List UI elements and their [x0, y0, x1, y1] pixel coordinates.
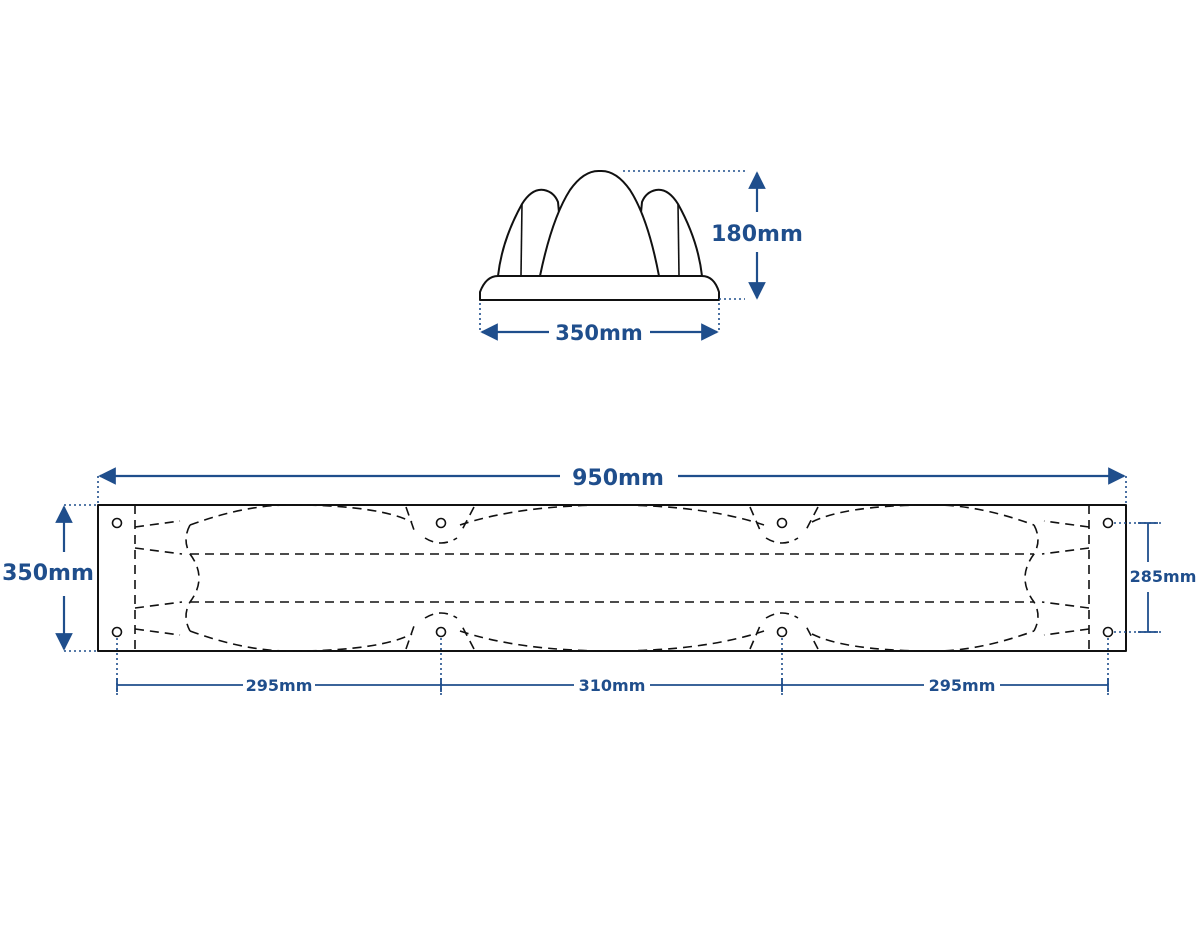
spacing-right-label: 295mm — [929, 676, 996, 695]
mounting-hole — [435, 626, 447, 638]
front-right-inner-line — [677, 203, 680, 276]
spacing-left-label: 295mm — [246, 676, 313, 695]
mounting-hole — [776, 626, 788, 638]
lower-left-lobe — [189, 630, 413, 652]
hole2-ribs — [405, 506, 475, 650]
front-width-label: 350mm — [555, 321, 643, 345]
upper-middle-lobe — [459, 504, 765, 526]
lower-middle-lobe — [459, 630, 765, 652]
front-height-label: 180mm — [711, 222, 803, 247]
top-view: 950mm 350mm 285mm 295mm 310mm 295mm — [2, 466, 1196, 698]
left-ribs — [134, 520, 183, 636]
front-left-inner-line — [520, 203, 523, 276]
spacing-middle-label: 310mm — [579, 676, 646, 695]
hole3-ribs — [749, 506, 819, 650]
upper-left-lobe — [189, 504, 413, 526]
right-ribs — [1041, 520, 1090, 636]
top-outline — [97, 504, 1127, 652]
width-label: 350mm — [2, 561, 94, 586]
right-end-arc — [1024, 524, 1039, 632]
mounting-hole — [111, 626, 123, 638]
front-base-plate — [479, 275, 720, 301]
hole-span-label: 285mm — [1130, 567, 1197, 586]
mounting-hole — [1102, 517, 1114, 529]
mounting-hole — [435, 517, 447, 529]
length-label: 950mm — [572, 466, 664, 491]
mounting-hole — [1102, 626, 1114, 638]
mounting-hole — [111, 517, 123, 529]
left-end-arc — [185, 524, 200, 632]
mounting-hole — [776, 517, 788, 529]
front-view: 180mm 350mm — [479, 169, 803, 345]
front-center-hump — [539, 169, 660, 277]
